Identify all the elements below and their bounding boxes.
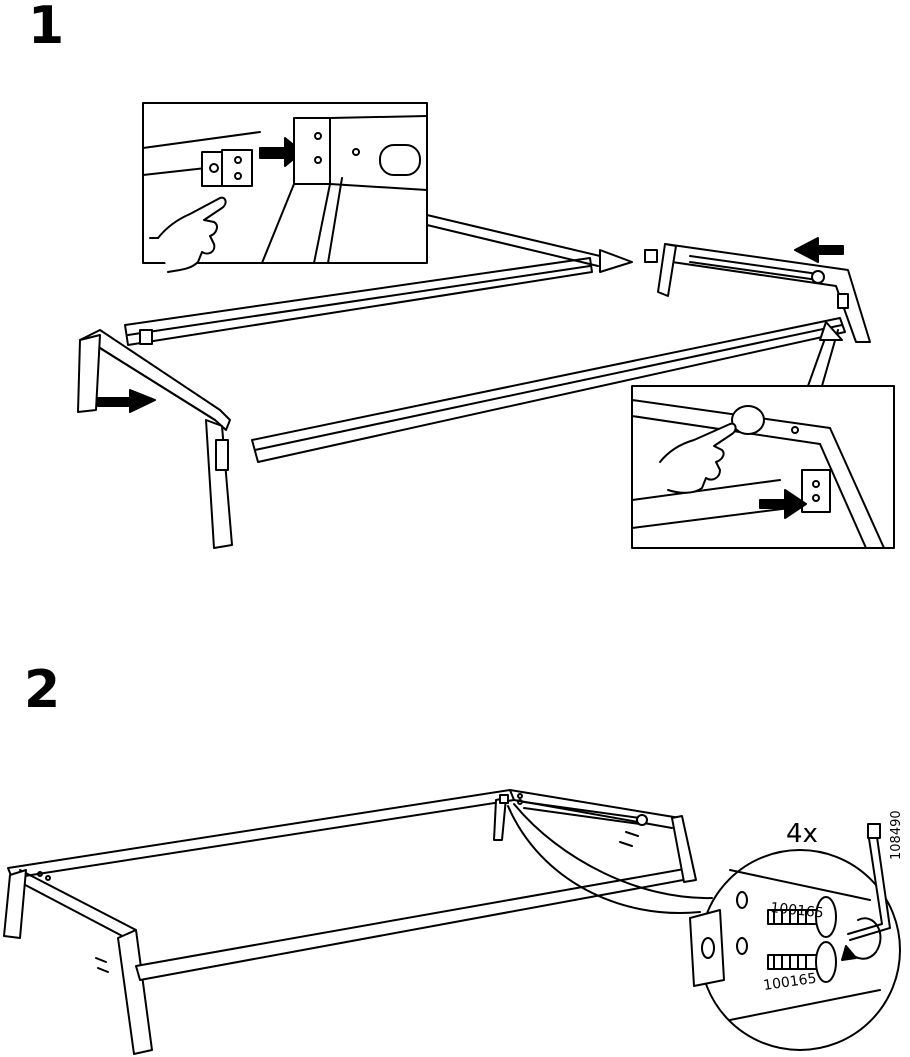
- inset-callout-corner: [631, 385, 895, 549]
- hand-icon: [149, 196, 227, 273]
- zoom-pointer: [507, 805, 701, 914]
- zoom-detail: [689, 823, 901, 1051]
- bolt-part-number-lower: 100165: [762, 971, 817, 994]
- callout-pointers: [426, 214, 843, 387]
- step-1-illustration: [77, 102, 895, 549]
- bolt-part-number-upper: 100165: [770, 900, 825, 921]
- assembled-bed-frame: [3, 789, 697, 1055]
- push-arrow-icon: [759, 489, 807, 519]
- bolt-icon: [767, 941, 837, 983]
- right-end-frame: [644, 243, 871, 343]
- rotate-arrow-icon: [849, 917, 882, 960]
- back-side-rail: [124, 257, 593, 346]
- step-2-illustration: 4x 100165 100165 108490: [3, 789, 904, 1055]
- push-arrow-icon: [794, 237, 844, 263]
- inset-callout-bracket: [142, 102, 428, 273]
- quantity-label: 4x: [786, 819, 818, 849]
- hand-icon: [659, 422, 737, 494]
- push-arrow-icon: [97, 389, 156, 413]
- step-1-number: 1: [28, 0, 65, 56]
- step-2-number: 2: [24, 660, 61, 720]
- tool-part-number: 108490: [889, 810, 904, 860]
- left-end-frame: [77, 329, 233, 549]
- front-side-rail: [251, 317, 846, 463]
- bolt-icon: [767, 896, 837, 938]
